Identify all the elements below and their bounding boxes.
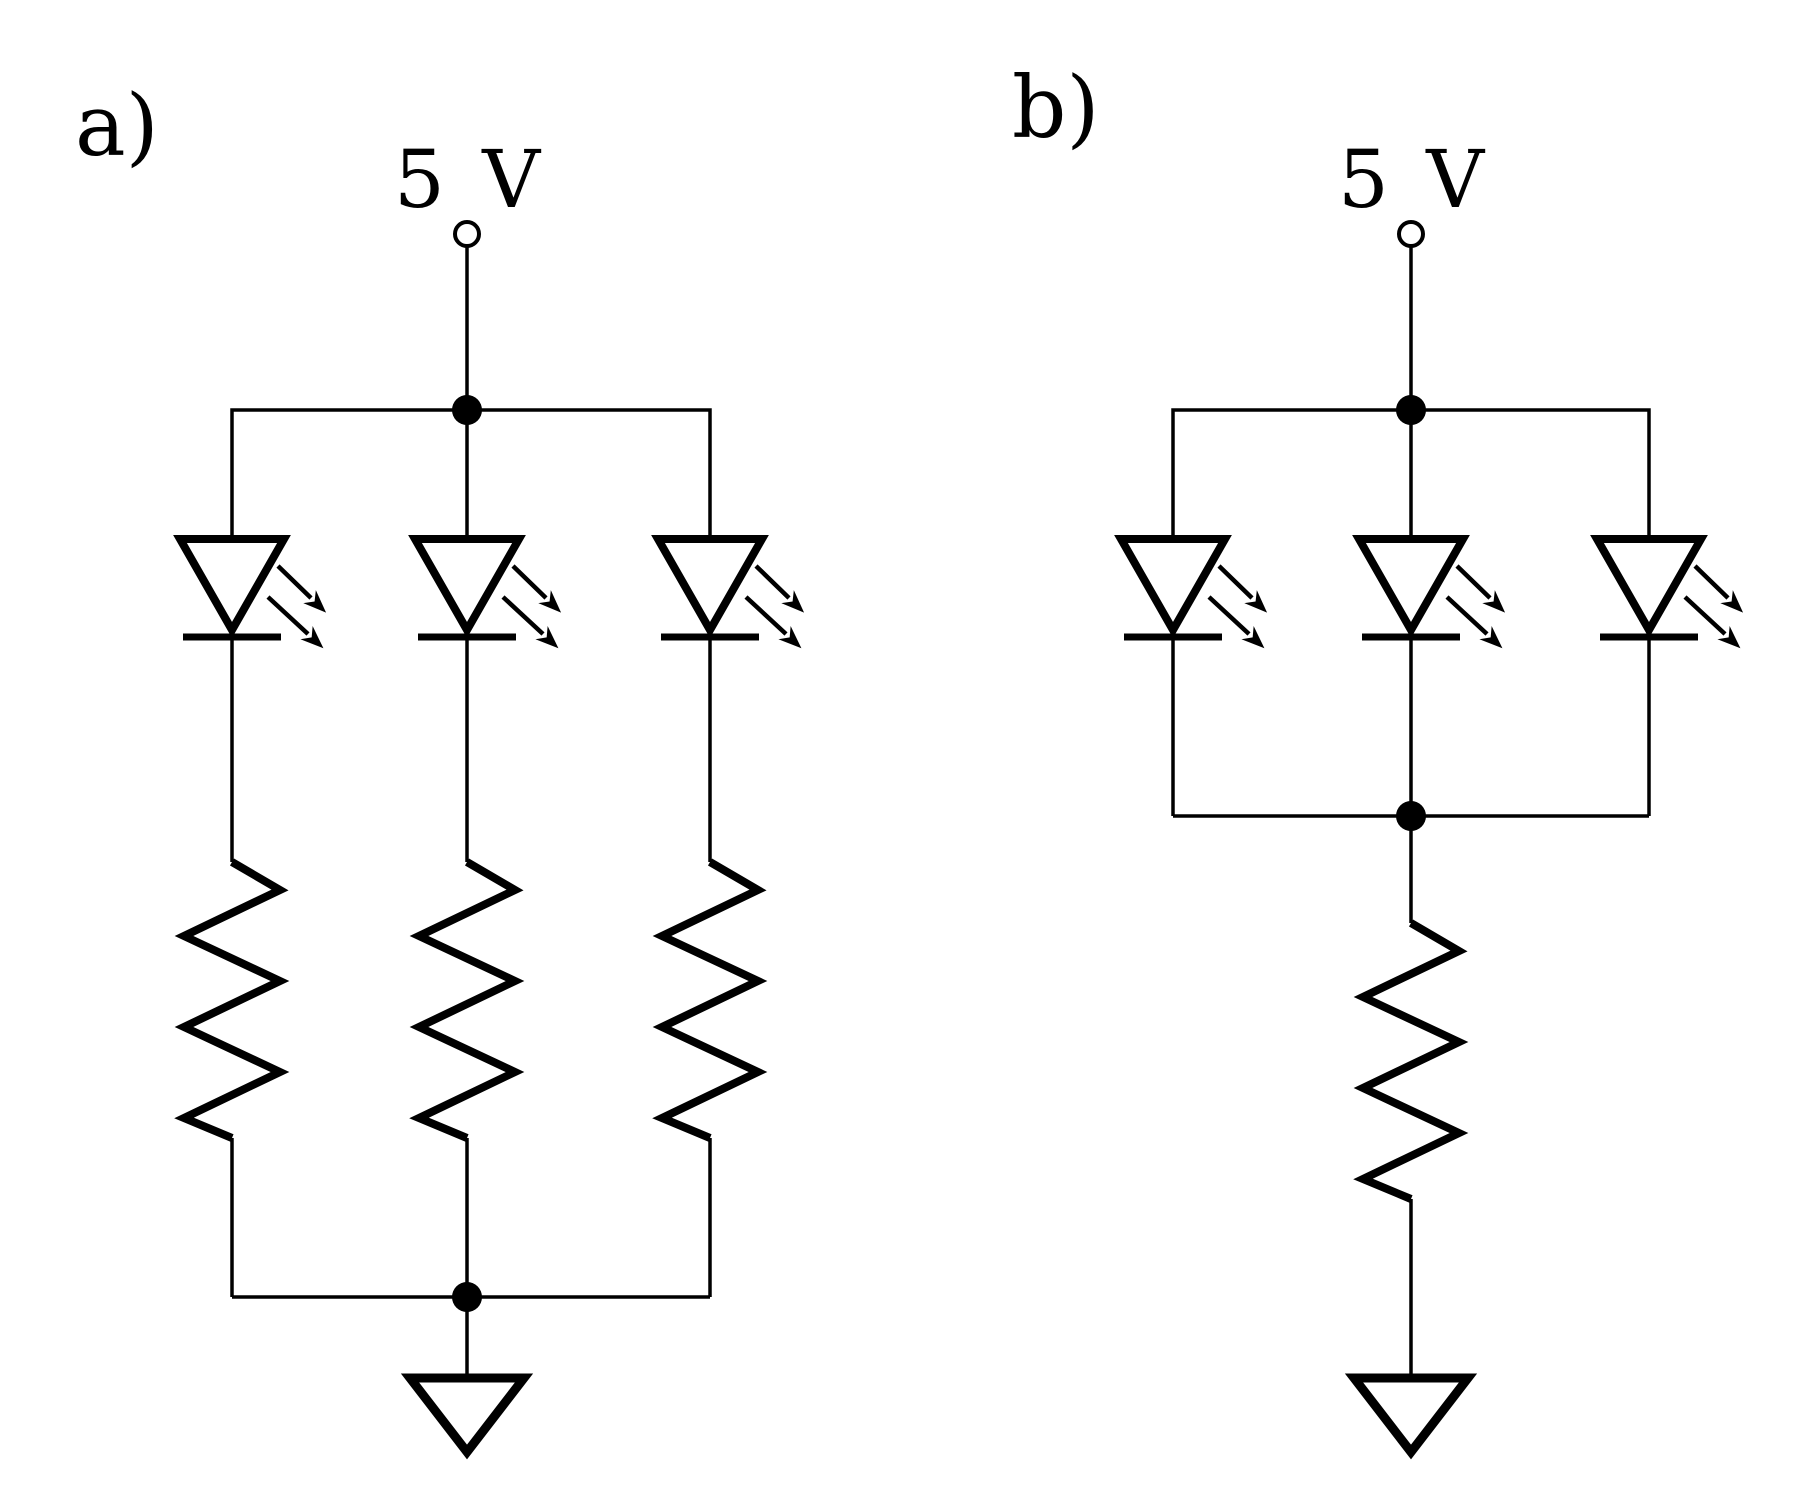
shared-resistor (1353, 919, 1469, 1203)
panel-b-label: b) (1012, 59, 1100, 158)
supply-terminal-icon (453, 220, 481, 248)
ground-symbol (1354, 1378, 1468, 1452)
panel-a-label: a) (75, 77, 159, 176)
led-2 (1359, 539, 1490, 637)
panel-b: b) 5 V (1012, 59, 1728, 1452)
supply-voltage-label: 5 V (1338, 133, 1485, 226)
led-1 (180, 539, 311, 637)
led-3 (658, 539, 789, 637)
junction-dot (1396, 395, 1426, 425)
resistor-2 (409, 858, 525, 1142)
supply-voltage-label: 5 V (394, 133, 541, 226)
top-bus-wire (230, 408, 712, 539)
junction-dot (452, 395, 482, 425)
supply-terminal-icon (1397, 220, 1425, 248)
top-bus-wire (1171, 408, 1651, 539)
ground-symbol (410, 1378, 524, 1452)
resistor-3 (652, 858, 768, 1142)
led-1 (1121, 539, 1252, 637)
led-2 (415, 539, 546, 637)
resistor-1 (174, 858, 290, 1142)
led-3 (1597, 539, 1728, 637)
panel-a: a) 5 V (75, 77, 789, 1452)
